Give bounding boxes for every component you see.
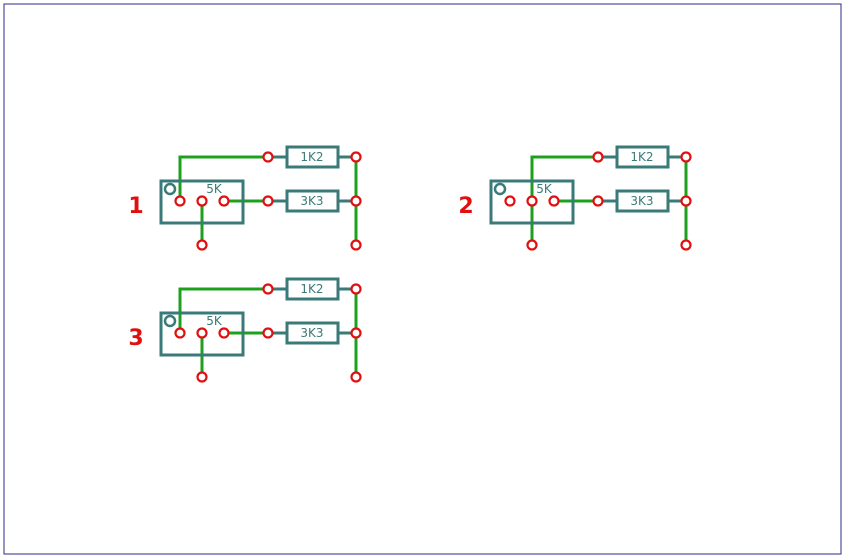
pad (174, 195, 186, 207)
pad (196, 371, 208, 383)
pad (680, 239, 692, 251)
trace-top (530, 155, 600, 203)
resistor-top-body (285, 277, 340, 301)
pad (350, 151, 362, 163)
pad (174, 327, 186, 339)
pad (680, 195, 692, 207)
potentiometer-label: 5K (206, 182, 223, 196)
resistor-mid-body (285, 321, 340, 345)
resistor-mid-body (285, 189, 340, 213)
circuit-number: 1 (128, 194, 143, 219)
resistor-mid-body (615, 189, 670, 213)
pad (680, 151, 692, 163)
pad (262, 151, 274, 163)
pad (218, 327, 230, 339)
pad (548, 195, 560, 207)
pad (218, 195, 230, 207)
pad (350, 239, 362, 251)
resistor-mid-label: 3K3 (300, 326, 323, 340)
resistor-mid-label: 3K3 (300, 194, 323, 208)
pad (526, 195, 538, 207)
resistor-top-label: 1K2 (630, 150, 653, 164)
pad (350, 195, 362, 207)
pad (262, 195, 274, 207)
pad (592, 195, 604, 207)
circuit-number: 2 (458, 194, 473, 219)
pad (504, 195, 516, 207)
pin1-marker (163, 182, 177, 196)
pad (350, 283, 362, 295)
resistor-top-body (285, 145, 340, 169)
potentiometer-body (159, 179, 245, 225)
pad (196, 327, 208, 339)
pad (592, 151, 604, 163)
pad (196, 239, 208, 251)
circuit-3: 3 5K 1K2 3K3 (128, 277, 362, 383)
pad (196, 195, 208, 207)
pad (526, 239, 538, 251)
pad (350, 371, 362, 383)
pad (262, 327, 274, 339)
pad (262, 283, 274, 295)
trace-top (178, 287, 270, 335)
resistor-top-label: 1K2 (300, 150, 323, 164)
pin1-marker (493, 182, 507, 196)
circuit-1: 1 5K 1K2 3K3 (128, 145, 362, 251)
potentiometer-body (489, 179, 575, 225)
potentiometer-label: 5K (206, 314, 223, 328)
potentiometer-body (159, 311, 245, 357)
circuit-number: 3 (128, 326, 143, 351)
pad (350, 327, 362, 339)
resistor-top-body (615, 145, 670, 169)
pin1-marker (163, 314, 177, 328)
resistor-top-label: 1K2 (300, 282, 323, 296)
resistor-mid-label: 3K3 (630, 194, 653, 208)
circuit-2: 2 5K 1K2 3K3 (458, 145, 692, 251)
potentiometer-label: 5K (536, 182, 553, 196)
trace-top (178, 155, 270, 203)
drawing-frame (3, 3, 842, 555)
